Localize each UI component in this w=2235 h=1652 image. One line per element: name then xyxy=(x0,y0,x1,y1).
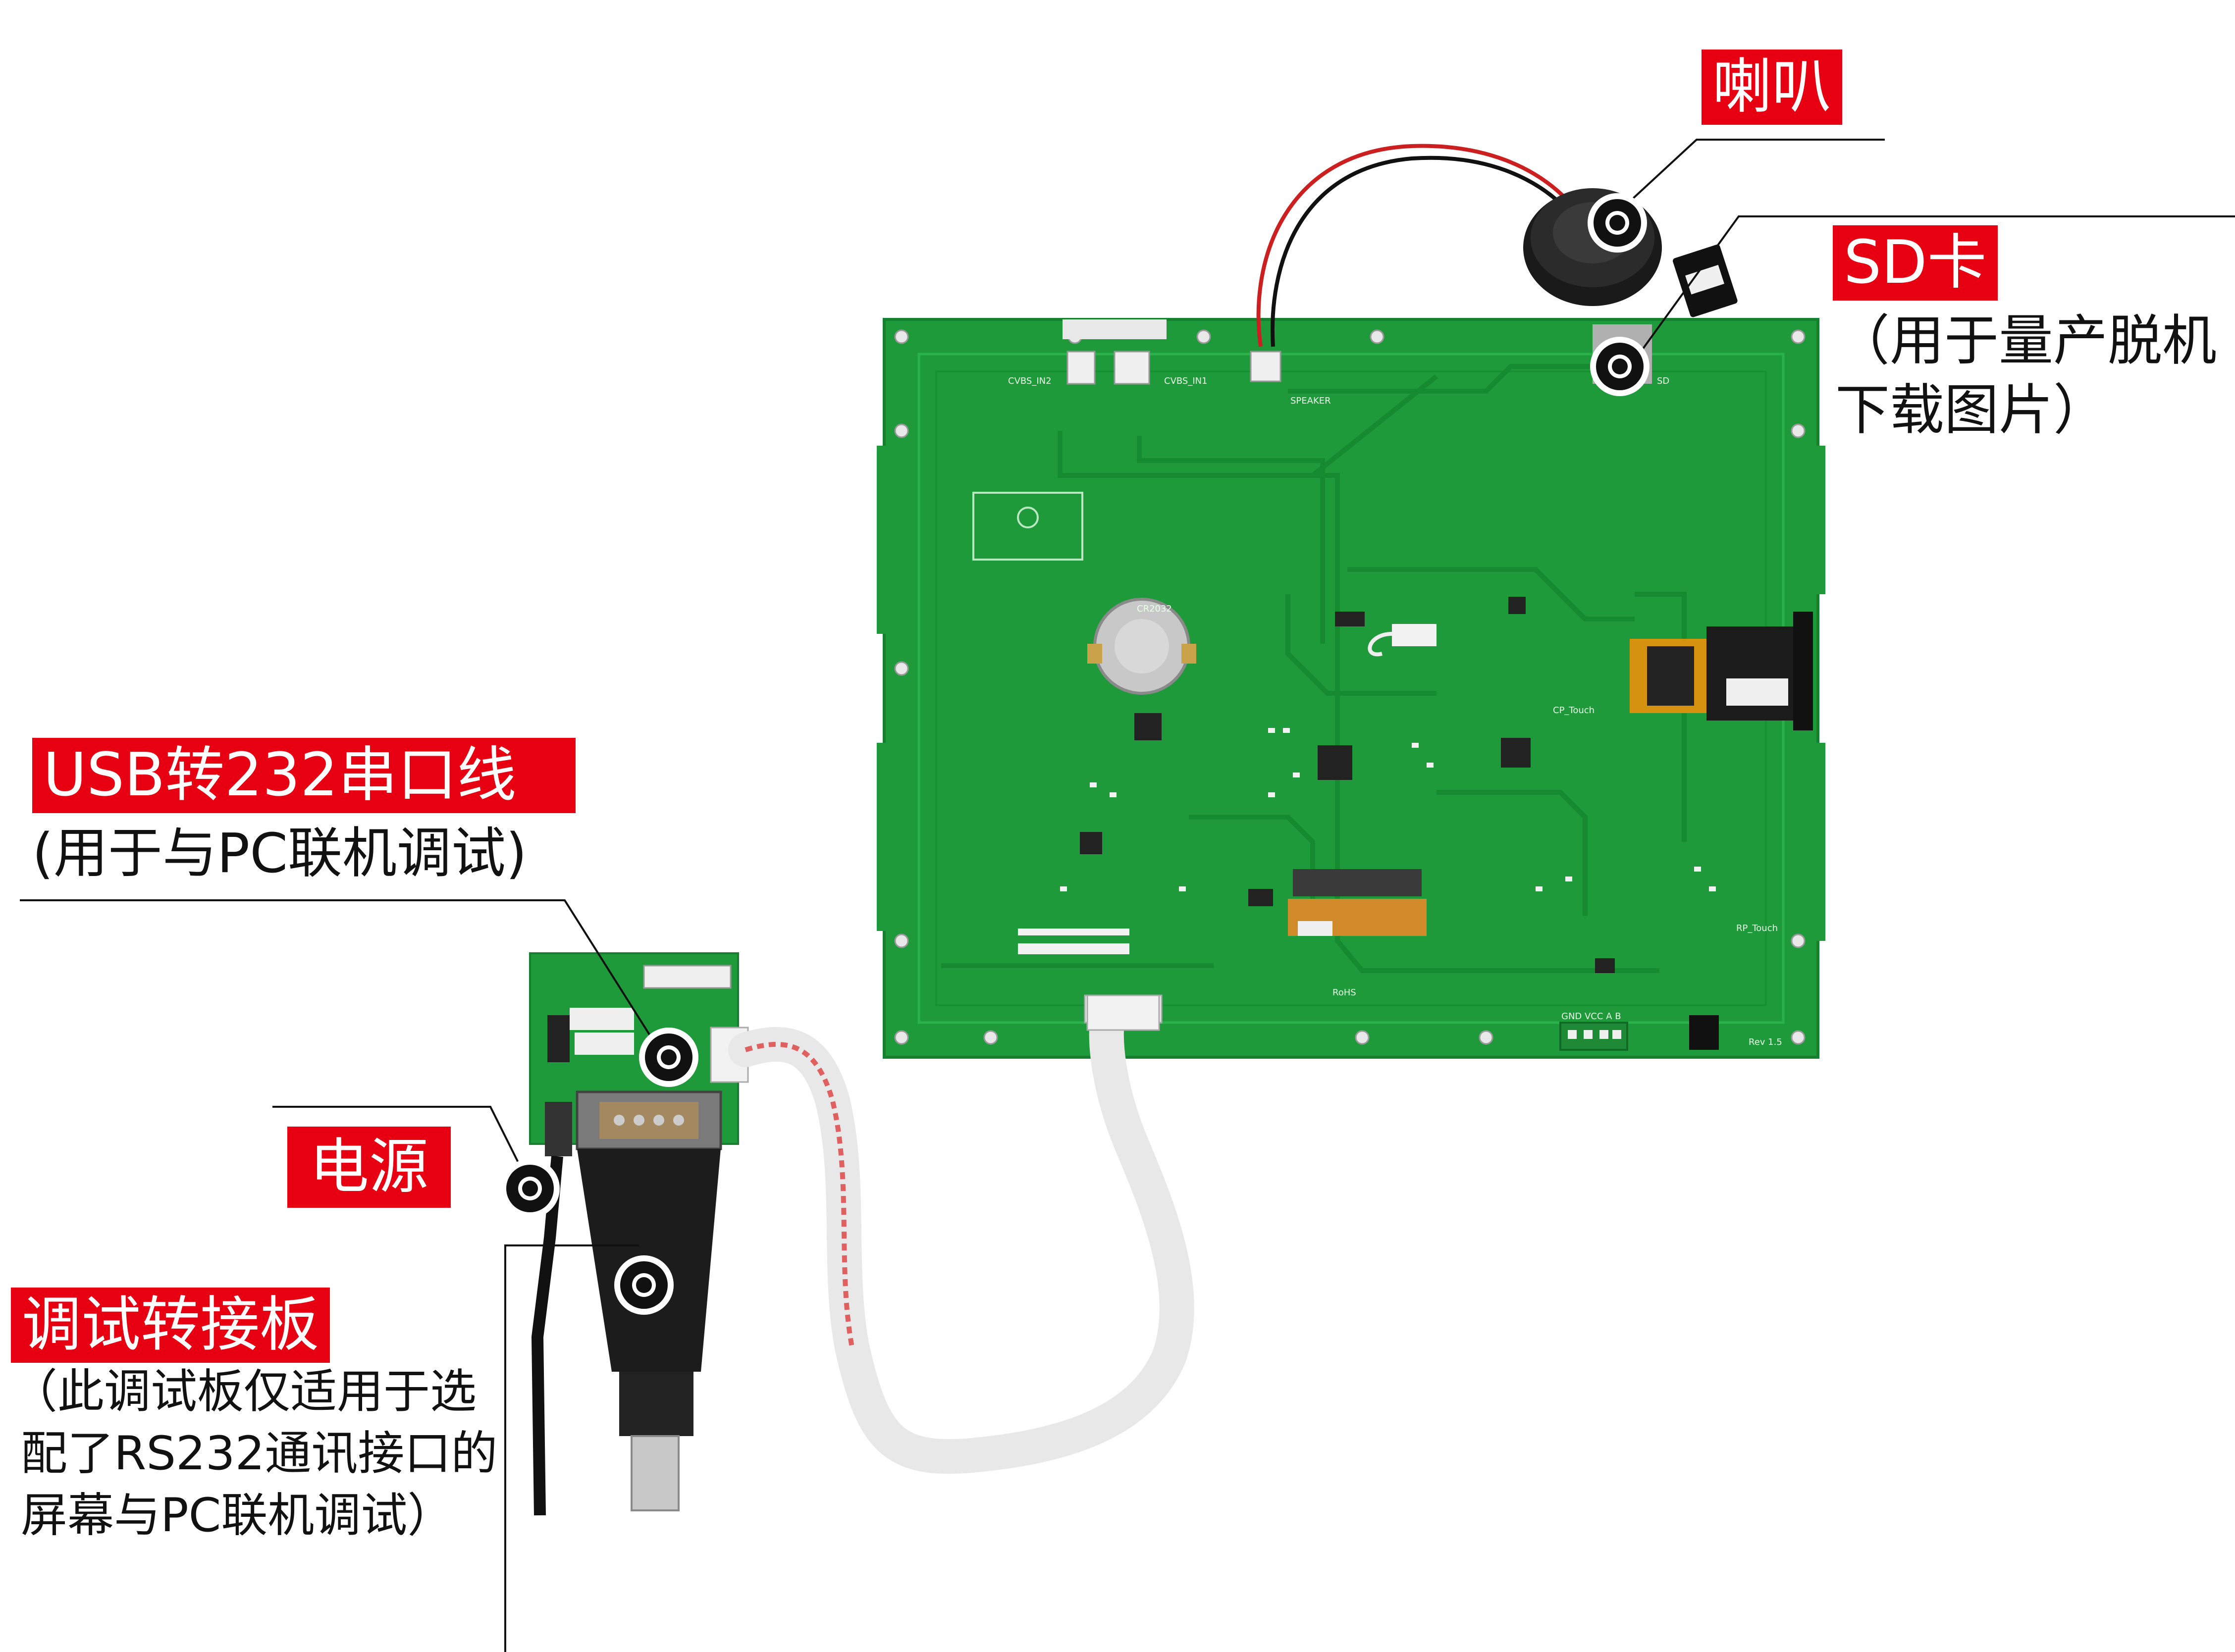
silk-battery: CR2032 xyxy=(1137,604,1172,614)
power-marker xyxy=(500,1159,560,1218)
usb232-marker xyxy=(639,1028,698,1087)
silk-speaker: SPEAKER xyxy=(1290,396,1331,406)
silk-gnd-vcc: GND VCC A B xyxy=(1561,1011,1621,1022)
callout-lines xyxy=(20,139,2235,1652)
silk-cvbs2: CVBS_IN2 xyxy=(1008,376,1052,386)
power-label: 电源 xyxy=(287,1127,451,1208)
silk-rohs: RoHS xyxy=(1332,987,1356,998)
debug-board-note-line2: 配了RS232通讯接口的 xyxy=(21,1427,498,1481)
debug-board-note-line3: 屏幕与PC联机调试） xyxy=(21,1489,454,1543)
coin-battery-holder xyxy=(1087,598,1196,695)
sd-card-note-line2: 下载图片） xyxy=(1835,378,2108,442)
silk-cvbs1: CVBS_IN1 xyxy=(1164,376,1208,386)
silk-cp-touch: CP_Touch xyxy=(1553,705,1595,716)
usb232-note: (用于与PC联机调试) xyxy=(32,822,527,885)
speaker-label: 喇叭 xyxy=(1702,50,1842,125)
ribbon-cable xyxy=(728,994,1194,1474)
debug-board-marker xyxy=(614,1255,674,1315)
sd-card-label: SD卡 xyxy=(1833,225,1998,301)
callout-markers xyxy=(500,193,1650,1315)
silk-sd: SD xyxy=(1657,376,1669,386)
debug-adapter-board xyxy=(529,952,749,1516)
sd-card xyxy=(1673,244,1738,317)
sd-marker xyxy=(1590,337,1650,396)
silk-rev: Rev 1.5 xyxy=(1749,1037,1782,1047)
silk-rp-touch: RP_Touch xyxy=(1736,923,1778,933)
debug-board-label: 调试转接板 xyxy=(11,1288,330,1363)
usb232-label: USB转232串口线 xyxy=(32,738,576,813)
pcb-silkscreen: CR2032 CVBS_IN2 CVBS_IN1 SPEAKER SD CP_T… xyxy=(1008,376,1782,1047)
main-pcb xyxy=(877,318,1825,1059)
sd-card-note-line1: （用于量产脱机 xyxy=(1835,309,2217,372)
speaker-marker xyxy=(1588,193,1647,253)
debug-board-note-line1: （此调试板仅适用于选 xyxy=(11,1365,477,1419)
